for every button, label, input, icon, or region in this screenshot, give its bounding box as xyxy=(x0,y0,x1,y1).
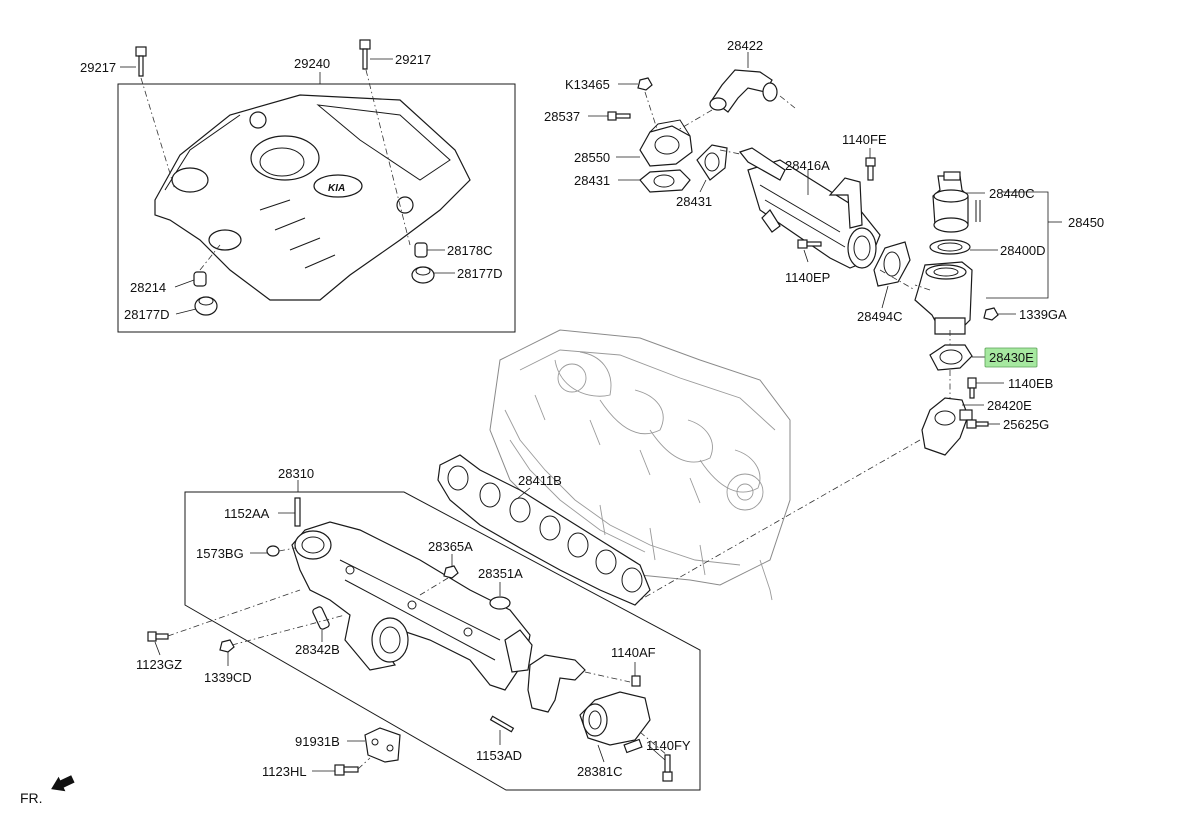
label-28537: 28537 xyxy=(544,109,580,124)
label-28177D-left: 28177D xyxy=(124,307,170,322)
label-K13465: K13465 xyxy=(565,77,610,92)
intake-manifold-group xyxy=(184,480,701,791)
label-91931B: 91931B xyxy=(295,734,340,749)
kia-logo-text: KIA xyxy=(328,183,345,194)
label-28214: 28214 xyxy=(130,280,166,295)
label-28420E: 28420E xyxy=(987,398,1032,413)
label-28400D: 28400D xyxy=(1000,243,1046,258)
plug-1573BG xyxy=(250,545,296,557)
label-1339GA: 1339GA xyxy=(1019,307,1067,322)
gasket-28351A xyxy=(489,582,511,610)
label-28365A: 28365A xyxy=(428,539,473,554)
egr-cooler-28416A xyxy=(738,147,881,269)
label-28550: 28550 xyxy=(574,150,610,165)
label-29217-left: 29217 xyxy=(80,60,116,75)
label-28431-left: 28431 xyxy=(574,173,610,188)
bolt-1140EB xyxy=(967,377,1004,399)
bolt-29217-right xyxy=(359,39,411,246)
gasket-28430E[interactable] xyxy=(929,344,986,371)
engine-cover-group: KIA xyxy=(117,39,516,333)
front-direction-arrow xyxy=(51,775,75,792)
label-front-direction: FR. xyxy=(20,790,43,806)
pin-28342B xyxy=(312,606,330,642)
nut-1339CD xyxy=(219,614,346,666)
kia-logo xyxy=(313,174,363,198)
label-1339CD: 1339CD xyxy=(204,670,252,685)
label-28450: 28450 xyxy=(1068,215,1104,230)
throttle-28381C xyxy=(579,691,651,763)
cylinder-head xyxy=(489,329,791,601)
flange-28550 xyxy=(616,119,693,167)
part-labels: 29217 29217 29240 28178C 28177D 28214 28… xyxy=(20,38,1104,806)
grommet-28177D-left xyxy=(194,296,218,316)
label-28178C: 28178C xyxy=(447,243,493,258)
label-1153AD: 1153AD xyxy=(476,748,522,763)
grommet-28178C xyxy=(414,242,428,258)
nut-28365A xyxy=(419,554,459,596)
intake-manifold-28310 xyxy=(291,521,531,691)
label-1140EB: 1140EB xyxy=(1008,376,1053,391)
stud-1152AA xyxy=(278,497,301,527)
label-29217-right: 29217 xyxy=(395,52,431,67)
label-28310: 28310 xyxy=(278,466,314,481)
nut-K13465 xyxy=(618,77,659,133)
grommet-28214 xyxy=(193,244,221,287)
grommet-28177D-right xyxy=(411,266,435,284)
pin-1153AD xyxy=(489,715,515,745)
label-28431-right: 28431 xyxy=(676,194,712,209)
bolt-1123GZ xyxy=(147,589,301,656)
bolt-1123HL xyxy=(312,757,371,776)
gasket-28411B xyxy=(437,454,651,606)
label-1573BG: 1573BG xyxy=(196,546,244,561)
label-28422: 28422 xyxy=(727,38,763,53)
highlight-box-28430E[interactable] xyxy=(984,347,1038,368)
bolt-1140EP xyxy=(797,239,822,263)
egr-pipe-28422 xyxy=(677,52,796,131)
nut-1339GA xyxy=(983,307,1016,321)
label-29240: 29240 xyxy=(294,56,330,71)
label-28351A: 28351A xyxy=(478,566,523,581)
bolt-29217-left xyxy=(135,46,176,191)
bolt-1140FY xyxy=(639,731,673,782)
label-28494C: 28494C xyxy=(857,309,903,324)
label-25625G: 25625G xyxy=(1003,417,1049,432)
bracket-1140AF xyxy=(527,654,641,713)
adapter-28420E xyxy=(921,397,984,456)
label-1140FY: 1140FY xyxy=(646,738,691,753)
label-28416A: 28416A xyxy=(785,158,830,173)
gasket-28431-right xyxy=(696,144,746,193)
label-1152AA: 1152AA xyxy=(224,506,270,521)
label-28440C: 28440C xyxy=(989,186,1035,201)
gasket-28431-left xyxy=(618,169,691,193)
label-1123GZ: 1123GZ xyxy=(136,657,182,672)
egr-valve-28450 xyxy=(914,171,1062,335)
gasket-28494C xyxy=(873,241,911,309)
bolt-28537 xyxy=(588,111,631,121)
label-1123HL: 1123HL xyxy=(262,764,307,779)
label-1140EP: 1140EP xyxy=(785,270,830,285)
label-28430E[interactable]: 28430E xyxy=(989,350,1034,365)
bracket-91931B xyxy=(347,727,401,763)
label-1140AF: 1140AF xyxy=(611,645,656,660)
label-28411B: 28411B xyxy=(518,473,562,488)
label-28177D-right: 28177D xyxy=(457,266,503,281)
label-28381C: 28381C xyxy=(577,764,623,779)
bolt-25625G xyxy=(966,419,1000,429)
bolt-1140FE xyxy=(865,148,876,181)
label-1140FE: 1140FE xyxy=(842,132,887,147)
label-28342B: 28342B xyxy=(295,642,340,657)
